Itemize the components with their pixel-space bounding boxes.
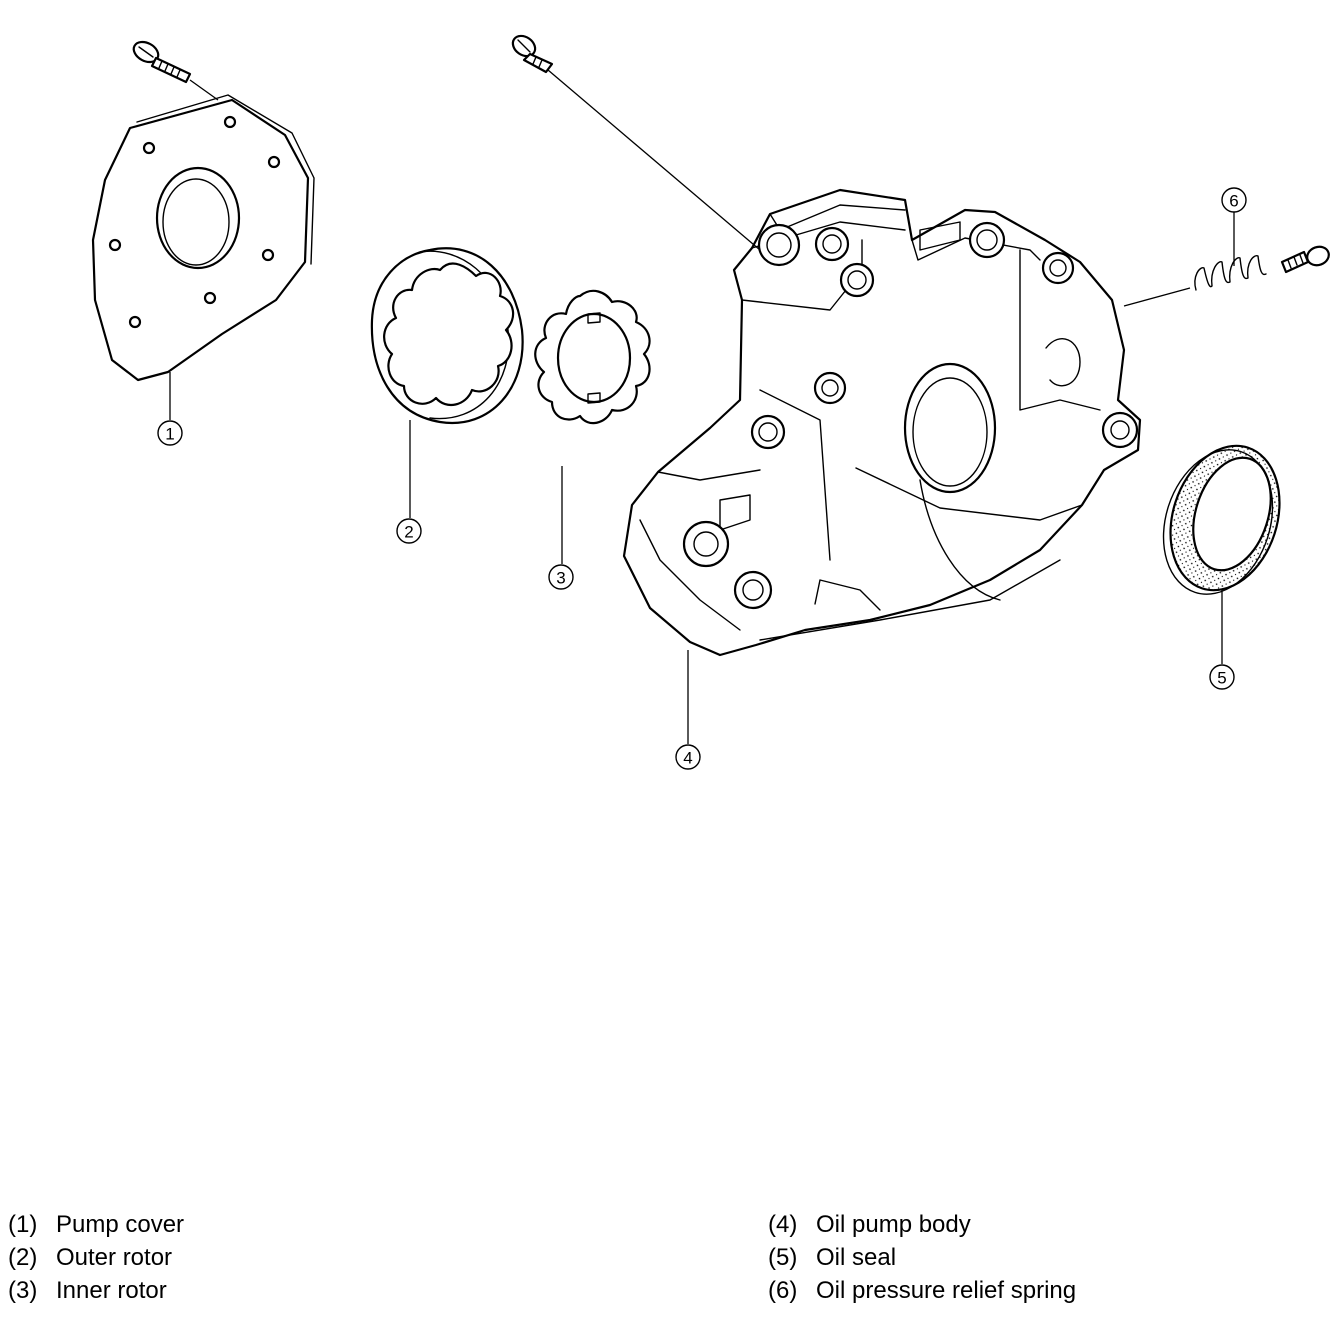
legend-item-text: Oil seal — [816, 1244, 897, 1271]
legend-item: (2) Outer rotor — [8, 1241, 184, 1274]
cover-screw-drawing — [132, 40, 219, 101]
legend-item-text: Inner rotor — [56, 1277, 167, 1304]
legend-item-number: (3) — [8, 1277, 38, 1304]
leader-lines — [169, 69, 1235, 744]
callout-5: 5 — [1209, 664, 1235, 690]
callout-6: 6 — [1221, 187, 1247, 213]
legend-item-number: (1) — [8, 1211, 38, 1238]
callout-2-label: 2 — [404, 523, 413, 542]
legend-item-text: Oil pressure relief spring — [816, 1277, 1077, 1304]
legend-left: (1) Pump cover (2) Outer rotor (3) Inner… — [8, 1208, 184, 1307]
oil-seal-drawing — [1162, 444, 1281, 595]
legend-item-text: Outer rotor — [56, 1244, 173, 1271]
relief-spring-drawing — [1194, 245, 1330, 291]
legend-right: (4) Oil pump body (5) Oil seal (6) Oil p… — [768, 1208, 1076, 1307]
pump-cover-drawing — [91, 94, 315, 382]
callout-3: 3 — [548, 564, 574, 590]
callout-4: 4 — [675, 744, 701, 770]
outer-rotor-drawing — [370, 247, 524, 425]
callout-4-label: 4 — [683, 749, 692, 768]
inner-rotor-drawing — [534, 289, 651, 425]
callout-6-label: 6 — [1229, 192, 1238, 211]
callout-1-label: 1 — [165, 425, 174, 444]
legend-item: (5) Oil seal — [768, 1241, 1076, 1274]
callout-5-label: 5 — [1217, 669, 1226, 688]
oil-pump-body-drawing — [622, 188, 1142, 657]
oil-pump-exploded-diagram: 1 2 3 4 5 6 — [91, 34, 1330, 770]
legend-item-text: Pump cover — [56, 1211, 185, 1238]
legend-item: (3) Inner rotor — [8, 1274, 184, 1307]
callout-1: 1 — [157, 420, 183, 446]
body-bolt-drawing — [511, 34, 554, 74]
legend-item-number: (4) — [768, 1211, 798, 1238]
legend-item-number: (2) — [8, 1244, 38, 1271]
legend-item: (1) Pump cover — [8, 1208, 184, 1241]
legend-item-number: (6) — [768, 1277, 798, 1304]
legend-item: (4) Oil pump body — [768, 1208, 1076, 1241]
legend-item: (6) Oil pressure relief spring — [768, 1274, 1076, 1307]
callout-2: 2 — [396, 518, 422, 544]
legend-item-number: (5) — [768, 1244, 798, 1271]
legend-item-text: Oil pump body — [816, 1211, 971, 1238]
callout-3-label: 3 — [556, 569, 565, 588]
